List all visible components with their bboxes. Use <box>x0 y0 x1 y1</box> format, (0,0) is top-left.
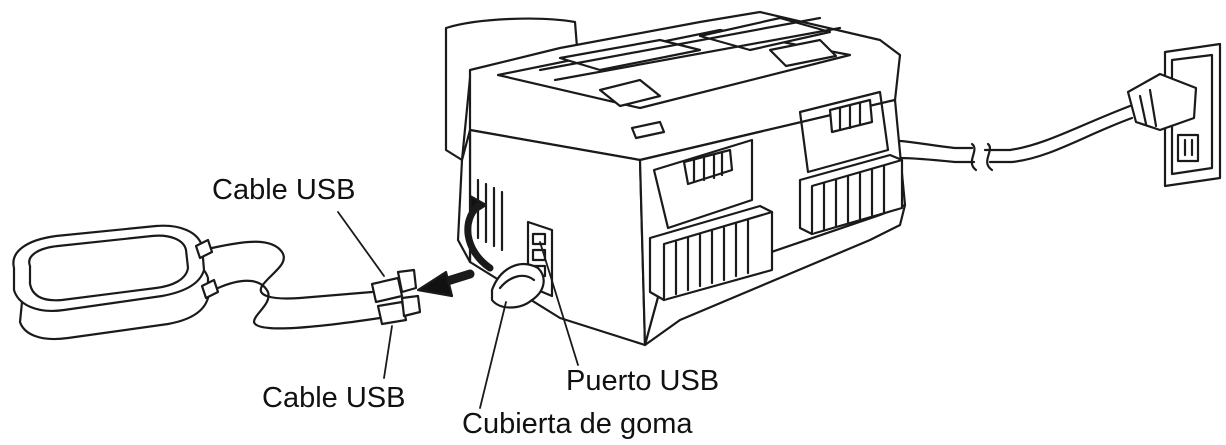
mobile-devices <box>12 224 220 341</box>
label-usb-port: Puerto USB <box>566 365 720 397</box>
label-usb-cable-top: Cable USB <box>212 174 356 206</box>
rubber-cover <box>490 263 545 309</box>
label-rubber-cover: Cubierta de goma <box>462 408 693 440</box>
charger-unit <box>444 10 907 347</box>
open-cover-arrow <box>464 194 494 272</box>
usb-plug-top <box>370 268 418 304</box>
leader-lines <box>337 211 579 409</box>
wall-outlet <box>1126 42 1222 188</box>
usb-cables <box>210 240 382 330</box>
pull-out-arrow <box>416 269 475 298</box>
usb-plug-bottom <box>376 294 422 326</box>
label-usb-cable-bottom: Cable USB <box>262 382 406 414</box>
power-cord <box>898 104 1134 172</box>
